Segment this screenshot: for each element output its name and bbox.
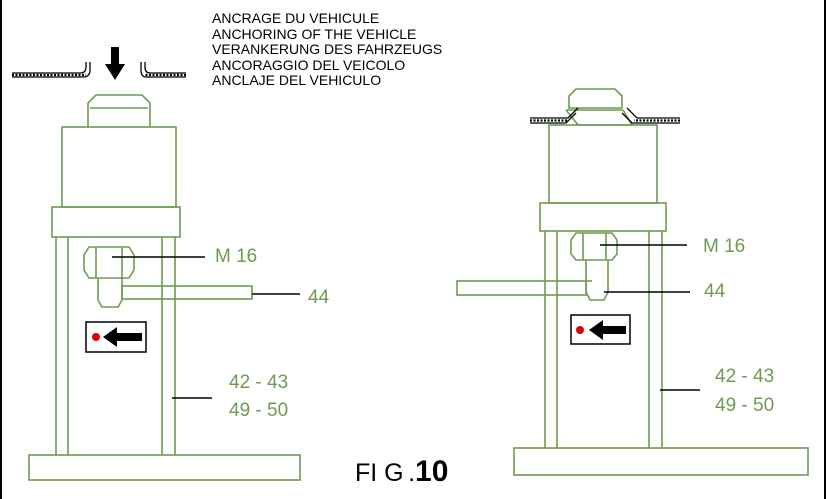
right-direction-indicator bbox=[570, 314, 631, 345]
title-line-de: VERANKERUNG DES FAHRZEUGS bbox=[212, 41, 443, 57]
right-stand bbox=[456, 88, 809, 476]
right-hex-nut bbox=[570, 232, 618, 261]
right-label-leg-a: 42 - 43 bbox=[715, 366, 775, 387]
title-line-fr: ANCRAGE DU VEHICULE bbox=[212, 10, 380, 26]
figure-caption-number: 10 bbox=[415, 455, 449, 488]
right-top-cap bbox=[568, 88, 623, 109]
left-arrow-icon bbox=[589, 320, 626, 340]
right-vehicle-sill bbox=[530, 107, 680, 124]
figure-caption: FI G .10 bbox=[355, 455, 448, 489]
right-body-block bbox=[548, 124, 658, 204]
right-clamp-plate bbox=[539, 202, 667, 232]
frame-left-border bbox=[0, 0, 2, 499]
right-label-leg-b: 49 - 50 bbox=[715, 395, 775, 416]
left-stand bbox=[28, 94, 301, 481]
left-label-nut: M 16 bbox=[215, 246, 258, 267]
title-line-en: ANCHORING OF THE VEHICLE bbox=[212, 25, 417, 42]
down-arrow-icon bbox=[105, 47, 125, 80]
title-line-it: ANCORAGGIO DEL VEICOLO bbox=[212, 56, 406, 73]
figure-caption-dot: . bbox=[408, 459, 416, 487]
left-pin-44 bbox=[121, 285, 253, 300]
left-direction-indicator bbox=[85, 321, 147, 353]
frame-right-border bbox=[824, 0, 826, 499]
left-top-cap bbox=[87, 94, 151, 127]
left-arrow-icon bbox=[103, 327, 142, 347]
left-bolt-shank bbox=[97, 278, 123, 308]
left-base-plate bbox=[28, 454, 301, 481]
right-label-nut: M 16 bbox=[703, 236, 746, 257]
left-clamp-plate bbox=[51, 206, 181, 238]
left-vehicle-sill-left bbox=[12, 62, 91, 78]
title-line-es: ANCLAJE DEL VEHICULO bbox=[212, 72, 382, 88]
left-body-block bbox=[61, 126, 177, 208]
right-label-pin: 44 bbox=[704, 281, 726, 302]
anchoring-title: ANCRAGE DU VEHICULE ANCHORING OF THE VEH… bbox=[212, 10, 443, 89]
left-label-pin: 44 bbox=[308, 287, 330, 308]
red-dot-icon bbox=[576, 326, 584, 334]
figure-caption-prefix: FI G bbox=[355, 459, 404, 487]
right-base-plate bbox=[513, 447, 809, 476]
red-dot-icon bbox=[92, 333, 100, 341]
left-hex-nut bbox=[83, 246, 135, 279]
right-pin-44 bbox=[456, 280, 587, 296]
right-bolt-shank bbox=[585, 260, 609, 301]
left-label-leg-a: 42 - 43 bbox=[229, 372, 289, 393]
left-label-leg-b: 49 - 50 bbox=[229, 400, 289, 421]
left-vehicle-sill-right bbox=[140, 62, 186, 78]
